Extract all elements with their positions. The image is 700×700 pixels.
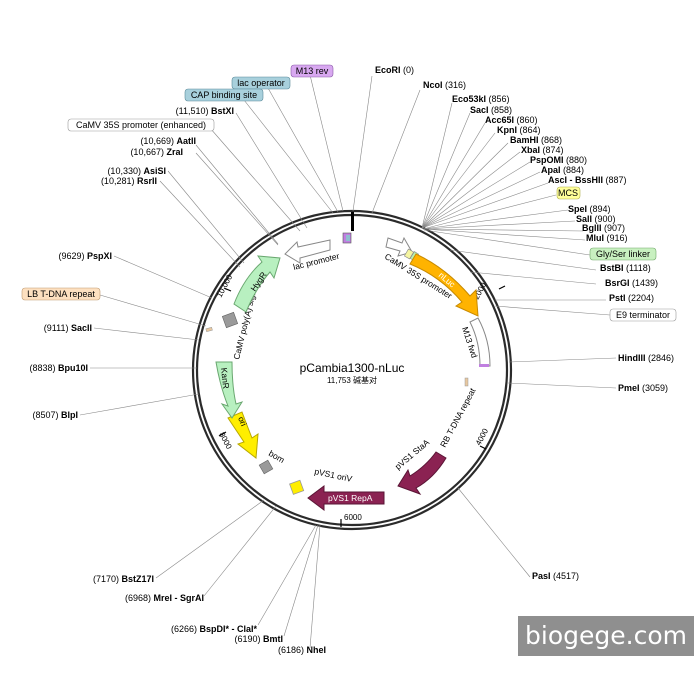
sites-left: (11,510) BstXI (10,669) AatII (10,667) Z… (29, 106, 326, 655)
tick-labels: 2000 4000 6000 8000 10,000 (215, 273, 491, 522)
ori-arrow (227, 411, 259, 459)
mcs-text: MCS (558, 188, 578, 198)
site-label: XbaI (874) (521, 145, 564, 155)
plasmid-size: 11,753 碱基对 (327, 375, 377, 385)
gly-ser-text: Gly/Ser linker (596, 249, 650, 259)
gly-ser-box (589, 247, 657, 261)
bom-label: bom (267, 448, 286, 465)
origin-marker (351, 212, 354, 231)
pvs1-repa-label: pVS1 RepA (328, 493, 373, 503)
tick-marks (218, 285, 506, 527)
m13-rev-box (290, 64, 334, 78)
hygr-arrow (233, 255, 281, 313)
site-label: (6968) MreI - SgrAI (125, 593, 204, 603)
pvs1-staa-arrow (397, 451, 447, 495)
site-label: BsrGI (1439) (605, 278, 658, 288)
site-label: BstBI (1118) (600, 263, 651, 273)
rb-tdna-label: RB T-DNA repeat (438, 386, 478, 449)
site-label: PasI (4517) (532, 571, 579, 581)
camv-35s-promoter-arrow (385, 236, 413, 257)
site-label: KpnI (864) (497, 125, 541, 135)
cap-site-box (184, 88, 264, 102)
kanr-arrow (215, 361, 244, 419)
m13-rev-text: M13 rev (296, 66, 329, 76)
ori-label: ori (236, 415, 249, 428)
site-label: SalI (900) (576, 214, 616, 224)
site-label: SpeI (894) (568, 204, 611, 214)
site-label: PstI (2204) (609, 293, 654, 303)
site-label: (9629) PspXI (58, 251, 112, 261)
rb-tdna-mark (464, 377, 469, 387)
pvs1-oriv-mark (289, 479, 305, 495)
site-label: NcoI (316) (423, 80, 466, 90)
camv-enh-text: CaMV 35S promoter (enhanced) (76, 120, 206, 130)
site-label: HindIII (2846) (618, 353, 674, 363)
camv-polya-mark (221, 311, 239, 329)
lac-operator-text: lac operator (237, 78, 285, 88)
site-label: (7170) BstZ17I (93, 574, 154, 584)
site-label: PspOMI (880) (530, 155, 587, 165)
e9-box (609, 308, 677, 322)
nluc-arrow (409, 253, 479, 317)
bom-mark (258, 459, 274, 475)
site-label: (10,281) RsrII (101, 176, 157, 186)
tick-label: 6000 (344, 513, 362, 522)
site-label: (11,510) BstXI (176, 106, 234, 116)
site-label: MluI (916) (586, 233, 628, 243)
sites-right: EcoRI (0) NcoI (316) Eco53kI (856) SacI … (375, 65, 674, 581)
pvs1-oriv-label: pVS1 oriV (314, 466, 354, 484)
site-label: (6266) BspDI* - ClaI* (171, 624, 258, 634)
camv-enh-box (67, 118, 215, 132)
site-label: Acc65I (860) (485, 115, 538, 125)
lb-tdna-box (21, 287, 101, 301)
lb-tdna-text: LB T-DNA repeat (27, 289, 95, 299)
boxed-labels: M13 rev lac operator CAP binding site Ca… (21, 64, 677, 322)
site-label: AscI - BssHII (887) (548, 175, 627, 185)
backbone-outer (191, 209, 513, 531)
tick-label: 8000 (217, 431, 234, 451)
m13-fwd-mark (479, 364, 489, 367)
site-label: (10,667) ZraI (130, 147, 183, 157)
site-label: SacI (858) (470, 105, 512, 115)
mcs-box (556, 186, 581, 200)
site-label: PmeI (3059) (618, 383, 668, 393)
site-label: BamHI (868) (510, 135, 562, 145)
site-label: (8838) Bpu10I (29, 363, 88, 373)
pvs1-repa-arrow (307, 485, 385, 511)
site-label: Eco53kI (856) (452, 94, 510, 104)
site-label: (6190) BmtI (234, 634, 283, 644)
plasmid-name: pCambia1300-nLuc (300, 361, 405, 375)
site-label: (10,669) AatII (140, 136, 196, 146)
site-label: (10,330) AsiSI (107, 166, 166, 176)
lb-tdna-mark (205, 326, 213, 333)
mcs-mark (403, 248, 415, 260)
cap-site-text: CAP binding site (191, 90, 257, 100)
lac-promoter-arrow (284, 239, 331, 264)
site-label: BglII (907) (582, 223, 625, 233)
site-label: EcoRI (0) (375, 65, 414, 75)
watermark: biogege.com (518, 616, 694, 656)
leader-lines (79, 74, 617, 649)
site-label: (9111) SacII (44, 323, 92, 333)
kanr-label: KanR (219, 367, 231, 389)
site-label: (8507) BlpI (32, 410, 78, 420)
site-label: (6186) NheI (278, 645, 326, 655)
lac-operator-mark (346, 235, 350, 241)
e9-text: E9 terminator (616, 310, 670, 320)
site-label: ApaI (884) (541, 165, 584, 175)
